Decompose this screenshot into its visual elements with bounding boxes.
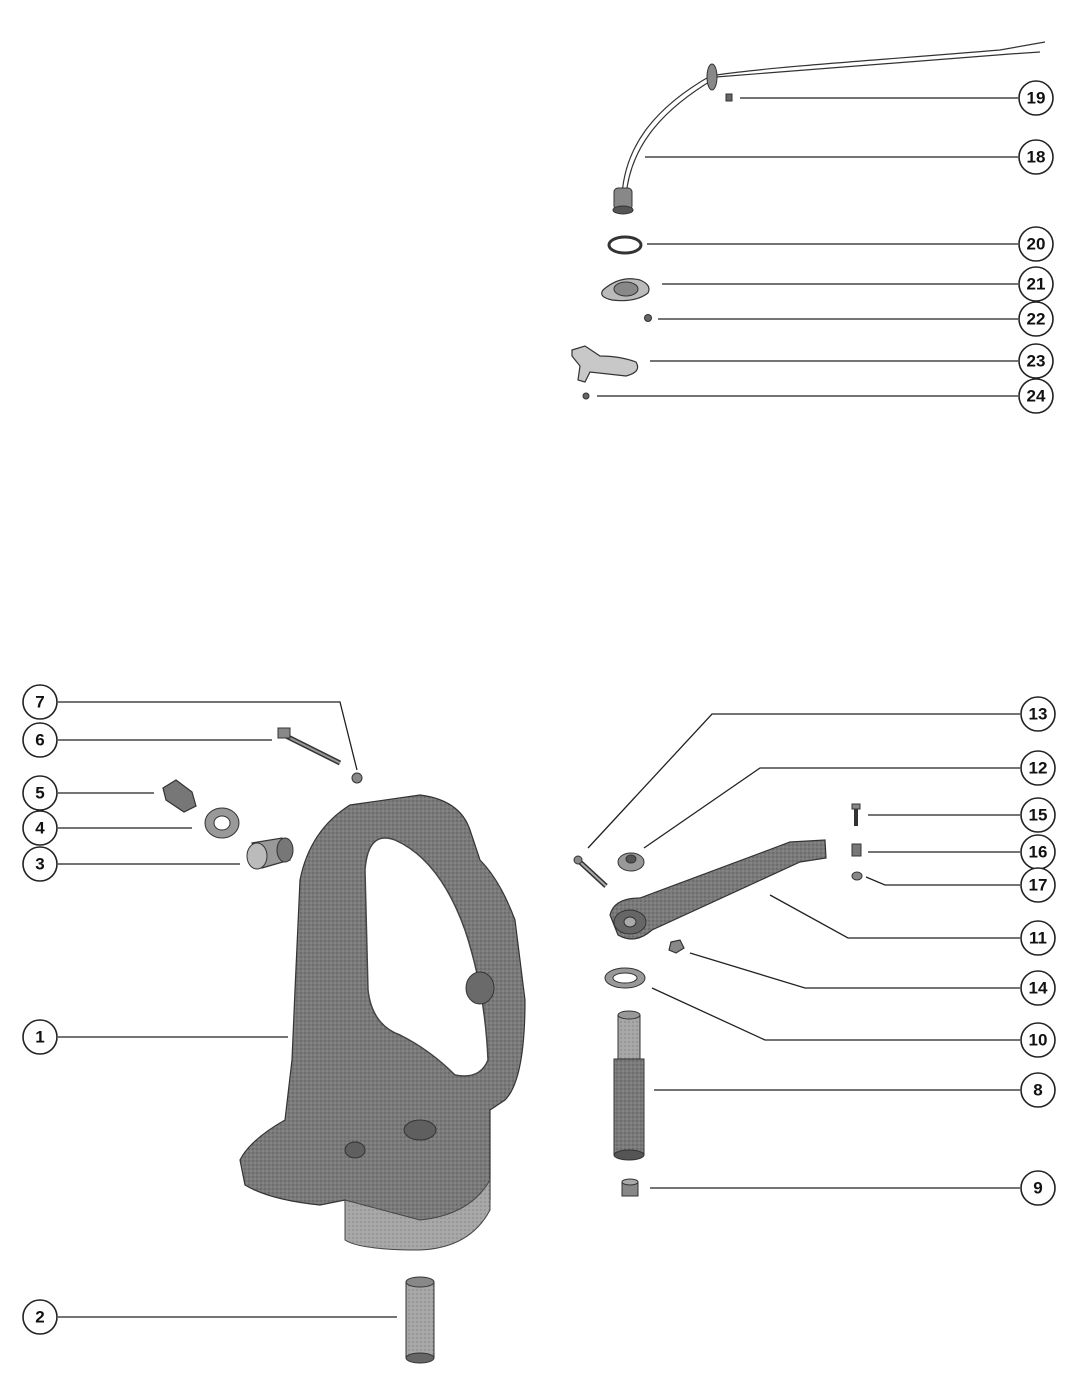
callout-5-label: 5: [35, 784, 44, 803]
callout-6: 6: [22, 722, 58, 758]
screw-22-part: [644, 314, 652, 322]
callout-12-label: 12: [1029, 759, 1048, 778]
steering-arm-11-part: [609, 839, 827, 940]
callout-8: 8: [1020, 1072, 1056, 1108]
callout-21-label: 21: [1027, 275, 1046, 294]
main-housing-part: [239, 794, 526, 1251]
fitting-5-part: [162, 779, 197, 813]
callout-21: 21: [1018, 266, 1054, 302]
callout-2: 2: [22, 1299, 58, 1335]
callout-23: 23: [1018, 343, 1054, 379]
callout-18: 18: [1018, 139, 1054, 175]
callout-19: 19: [1018, 80, 1054, 116]
callout-20-label: 20: [1027, 235, 1046, 254]
wiring-harness-part: [612, 41, 1046, 215]
callout-11: 11: [1020, 920, 1056, 956]
callout-16-label: 16: [1029, 843, 1048, 862]
callout-11-label: 11: [1029, 929, 1047, 948]
callout-7-label: 7: [35, 693, 44, 712]
callout-6-label: 6: [35, 731, 44, 750]
screw-24-part: [582, 392, 590, 400]
callout-8-label: 8: [1033, 1081, 1042, 1100]
callout-2-label: 2: [35, 1308, 44, 1327]
bushing-3-part: [246, 837, 294, 870]
callout-9-label: 9: [1033, 1179, 1042, 1198]
cover-plate-21-part: [601, 278, 650, 302]
callout-4: 4: [22, 810, 58, 846]
leader-lines: [58, 97, 1020, 1318]
callout-14: 14: [1020, 970, 1056, 1006]
callout-13-label: 13: [1029, 705, 1048, 724]
bracket-23-part: [571, 345, 639, 383]
callout-24-label: 24: [1027, 387, 1046, 406]
callout-12: 12: [1020, 750, 1056, 786]
callout-10-label: 10: [1029, 1031, 1048, 1050]
callout-23-label: 23: [1027, 352, 1046, 371]
nut-17-part: [851, 871, 863, 881]
callout-1: 1: [22, 1019, 58, 1055]
sleeve-2-part: [405, 1276, 435, 1364]
bushing-9-part: [621, 1178, 639, 1197]
nut-7-part: [351, 772, 363, 784]
callout-14-label: 14: [1029, 979, 1048, 998]
washer-4-part: [204, 807, 240, 839]
callout-17-label: 17: [1029, 876, 1048, 895]
callout-19-label: 19: [1027, 89, 1046, 108]
callout-3: 3: [22, 846, 58, 882]
callout-13: 13: [1020, 696, 1056, 732]
seal-10-part: [604, 967, 646, 989]
callout-4-label: 4: [35, 819, 45, 838]
o-ring-20-part: [607, 235, 643, 255]
callout-7: 7: [22, 684, 58, 720]
callout-22: 22: [1018, 301, 1054, 337]
callout-15-label: 15: [1029, 806, 1048, 825]
callout-10: 10: [1020, 1022, 1056, 1058]
callout-15: 15: [1020, 797, 1056, 833]
screw-19-part: [725, 93, 733, 102]
callout-5: 5: [22, 775, 58, 811]
callout-22-label: 22: [1027, 310, 1046, 329]
callout-9: 9: [1020, 1170, 1056, 1206]
callout-24: 24: [1018, 378, 1054, 414]
callout-18-label: 18: [1027, 148, 1046, 167]
bolt-15-part: [851, 803, 861, 826]
callout-20: 20: [1018, 226, 1054, 262]
callout-3-label: 3: [35, 855, 44, 874]
nut-14-part: [668, 939, 685, 954]
callout-16: 16: [1020, 834, 1056, 870]
bolt-13-part: [573, 855, 608, 888]
nut-12-part: [617, 852, 645, 872]
callout-1-label: 1: [35, 1028, 44, 1047]
bolt-6-part: [277, 727, 342, 766]
shaft-8-part: [613, 1010, 645, 1161]
spring-16-part: [851, 843, 862, 857]
callout-17: 17: [1020, 867, 1056, 903]
